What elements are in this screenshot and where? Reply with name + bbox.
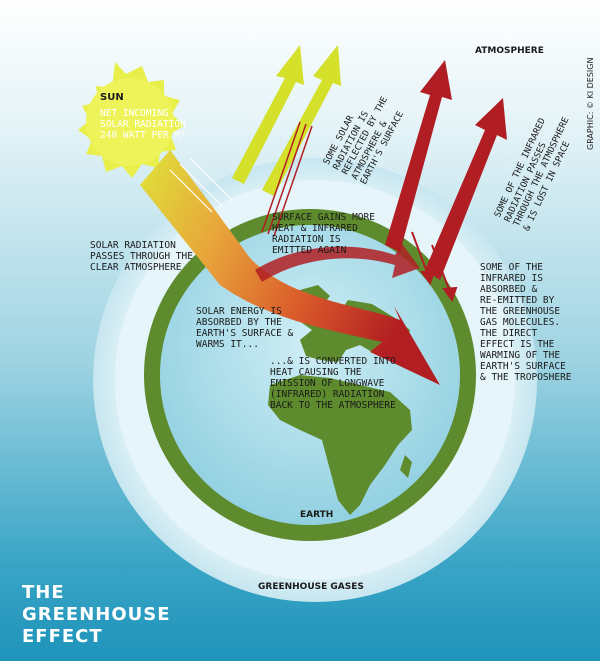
reemitted-line: EARTH'S SURFACE — [480, 361, 566, 372]
greenhouse-gases-label: GREENHOUSE GASES — [258, 582, 364, 592]
converted-line: ...& IS CONVERTED INTO — [270, 356, 396, 367]
earth-crust — [144, 209, 476, 541]
converted-label: ...& IS CONVERTED INTO HEAT CAUSING THE … — [270, 356, 396, 411]
diagram-title: THE GREENHOUSE EFFECT — [22, 582, 171, 648]
reemitted-line: EFFECT IS THE — [480, 339, 555, 350]
converted-line: BACK TO THE ATMOSPHERE — [270, 400, 396, 411]
incoming-solar-beam — [140, 150, 440, 385]
title-line: EFFECT — [22, 626, 103, 647]
solar-absorbed-line: ABSORBED BY THE — [196, 317, 282, 328]
converted-line: (INFRARED) RADIATION — [270, 389, 385, 400]
reemitted-line: INFRARED IS — [480, 273, 543, 284]
infrared-escape-arrow-1 — [385, 60, 452, 252]
solar-rays — [169, 157, 233, 213]
solar-passes-label: SOLAR RADIATION PASSES THROUGH THE CLEAR… — [90, 240, 193, 273]
earth-landmass — [268, 285, 412, 515]
solar-passes-line: PASSES THROUGH THE — [90, 251, 193, 262]
surface-gains-line: RADIATION IS — [272, 234, 341, 245]
title-line: GREENHOUSE — [22, 604, 171, 625]
solar-absorbed-line: EARTH'S SURFACE & — [196, 328, 294, 339]
thin-reemitted-arrows — [411, 231, 458, 303]
surface-gains-line: EMITTED AGAIN — [272, 245, 347, 256]
solar-absorbed-line: WARMS IT... — [196, 339, 259, 350]
net-incoming-line: 240 WATT PER M² — [100, 130, 186, 141]
converted-line: HEAT CAUSING THE — [270, 367, 362, 378]
sun-label: SUN — [100, 92, 124, 103]
solar-passes-line: SOLAR RADIATION — [90, 240, 176, 251]
solar-passes-line: CLEAR ATMOSPHERE — [90, 262, 182, 273]
reemitted-line: GAS MOLECULES. — [480, 317, 561, 328]
atmosphere-label: ATMOSPHERE — [475, 46, 544, 56]
surface-gains-label: SURFACE GAINS MORE HEAT & INFRARED RADIA… — [272, 212, 375, 256]
reemitted-line: & THE TROPOSHERE — [480, 372, 572, 383]
title-line: THE — [22, 582, 65, 603]
sun — [78, 62, 184, 178]
surface-gains-line: HEAT & INFRARED — [272, 223, 358, 234]
converted-line: EMISSION OF LONGWAVE — [270, 378, 385, 389]
reemitted-line: THE DIRECT — [480, 328, 538, 339]
solar-absorbed-line: SOLAR ENERGY IS — [196, 306, 282, 317]
reflected-solar-arrow-2 — [262, 45, 341, 196]
solar-absorbed-label: SOLAR ENERGY IS ABSORBED BY THE EARTH'S … — [196, 306, 293, 350]
surface-gains-line: SURFACE GAINS MORE — [272, 212, 375, 223]
reemitted-line: SOME OF THE — [480, 262, 543, 273]
reemitted-label: SOME OF THE INFRARED IS ABSORBED & RE-EM… — [480, 262, 572, 383]
reemitted-line: RE-EMITTED BY — [480, 295, 555, 306]
reemitted-line: ABSORBED & — [480, 284, 538, 295]
net-incoming-line: NET INCOMING — [100, 108, 169, 119]
surface-infrared-band — [255, 244, 420, 282]
reemitted-line: WARMING OF THE — [480, 350, 561, 361]
earth-label: EARTH — [300, 510, 334, 520]
net-incoming-label: NET INCOMING SOLAR RADIATION 240 WATT PE… — [100, 108, 186, 141]
net-incoming-line: SOLAR RADIATION — [100, 119, 186, 130]
reflected-solar-arrow-1 — [232, 45, 304, 184]
graphic-credit: GRAPHIC: © KI DESIGN — [586, 57, 595, 150]
thin-reflected-arrows — [261, 121, 313, 237]
infrared-escape-arrow-2 — [425, 98, 507, 280]
reemitted-line: THE GREENHOUSE — [480, 306, 561, 317]
